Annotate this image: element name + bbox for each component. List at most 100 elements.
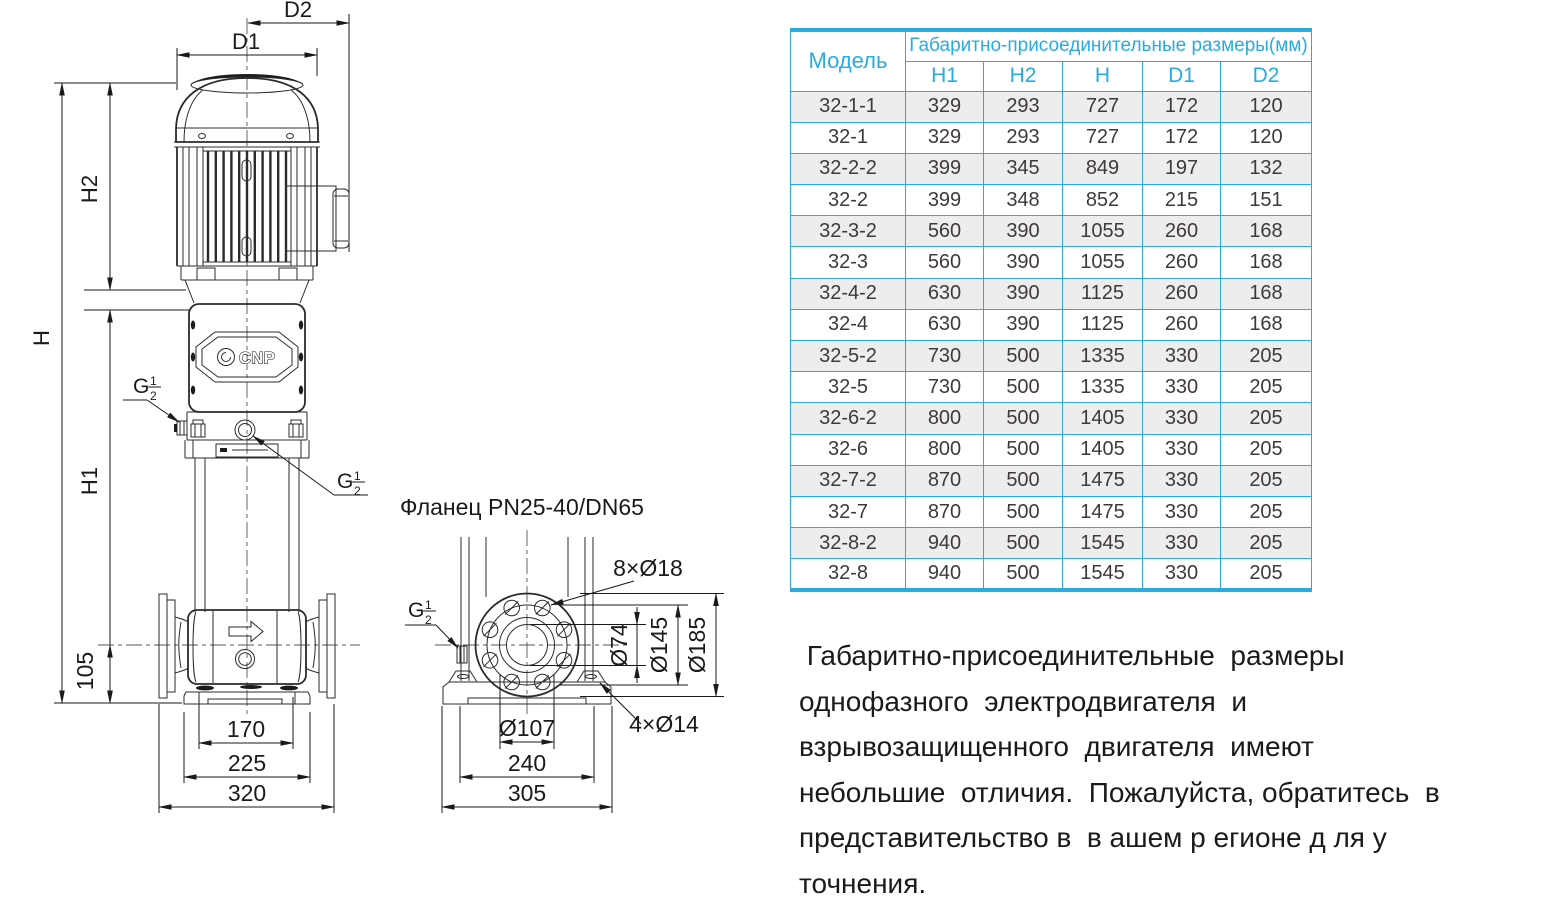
cnp-logo-text: CNP	[239, 350, 275, 368]
svg-text:240: 240	[508, 750, 546, 776]
dimensions-table: Модель Габаритно-присоединительные разме…	[790, 28, 1312, 592]
value-cell: 730	[905, 371, 984, 404]
model-cell: 32-2-2	[790, 152, 906, 186]
value-cell: 390	[983, 277, 1063, 310]
model-cell: 32-1-1	[790, 90, 906, 123]
value-cell: 260	[1142, 308, 1221, 342]
svg-text:305: 305	[508, 780, 546, 806]
svg-text:1: 1	[425, 598, 432, 612]
model-cell: 32-6	[790, 433, 906, 466]
value-cell: 132	[1220, 152, 1312, 186]
value-cell: 197	[1142, 152, 1221, 186]
value-cell: 330	[1142, 495, 1221, 529]
pump-dimension-drawing: CNP	[29, 0, 724, 813]
suction-flange	[158, 593, 189, 699]
model-cell: 32-4-2	[790, 277, 906, 310]
svg-text:2: 2	[354, 484, 361, 498]
dim-bolt-holes: 8×Ø18	[550, 555, 683, 606]
value-cell: 205	[1220, 464, 1312, 497]
value-cell: 330	[1142, 371, 1221, 404]
value-cell: 390	[983, 246, 1063, 279]
value-cell: 870	[905, 464, 984, 497]
value-cell: 630	[905, 277, 984, 310]
model-cell: 32-8	[790, 558, 906, 591]
value-cell: 1335	[1062, 339, 1143, 373]
value-cell: 500	[983, 339, 1063, 373]
model-cell: 32-1	[790, 121, 906, 154]
pump-side-view: CNP	[29, 0, 368, 813]
value-cell: 120	[1220, 121, 1312, 154]
value-cell: 205	[1220, 495, 1312, 529]
value-cell: 330	[1142, 527, 1221, 560]
model-cell: 32-7	[790, 495, 906, 529]
value-cell: 727	[1062, 90, 1143, 123]
value-cell: 260	[1142, 246, 1221, 279]
value-cell: 348	[983, 184, 1063, 217]
drain-plug	[174, 420, 188, 436]
value-cell: 168	[1220, 277, 1312, 310]
column-header-d2: D2	[1220, 60, 1312, 92]
value-cell: 1545	[1062, 527, 1143, 560]
dim-305: 305	[441, 706, 613, 813]
value-cell: 390	[983, 215, 1063, 248]
value-cell: 120	[1220, 90, 1312, 123]
value-cell: 330	[1142, 558, 1221, 591]
pump-bottom-body	[158, 593, 336, 705]
dim-d185: Ø185	[580, 592, 724, 698]
svg-text:Ø145: Ø145	[646, 617, 672, 673]
column-header-h2: H2	[983, 60, 1063, 92]
dim-h-label: H	[29, 330, 54, 346]
value-cell: 260	[1142, 277, 1221, 310]
value-cell: 940	[905, 558, 984, 591]
drain-port	[235, 649, 255, 669]
discharge-flange	[305, 593, 336, 699]
model-cell: 32-8-2	[790, 527, 906, 560]
value-cell: 205	[1220, 371, 1312, 404]
value-cell: 500	[983, 527, 1063, 560]
value-cell: 730	[905, 339, 984, 373]
value-cell: 1475	[1062, 495, 1143, 529]
svg-text:G: G	[408, 599, 424, 622]
value-cell: 330	[1142, 339, 1221, 373]
value-cell: 205	[1220, 527, 1312, 560]
column-support	[460, 537, 594, 681]
value-cell: 1125	[1062, 277, 1143, 310]
model-cell: 32-7-2	[790, 464, 906, 497]
dim-d107: Ø107	[499, 674, 555, 749]
dim-d2-label: D2	[284, 0, 312, 22]
priming-port	[234, 419, 256, 441]
nameplate	[215, 443, 279, 458]
dim-base-holes: 4×Ø14	[599, 682, 699, 737]
cnp-logo-icon	[217, 348, 235, 366]
value-cell: 800	[905, 433, 984, 466]
flange-face	[474, 592, 580, 698]
column-header-h1: H1	[905, 60, 984, 92]
value-cell: 330	[1142, 402, 1221, 435]
dim-d74: Ø74	[530, 607, 646, 683]
value-cell: 630	[905, 308, 984, 342]
model-cell: 32-2	[790, 184, 906, 217]
value-cell: 500	[983, 495, 1063, 529]
cnp-logo-badge: CNP	[195, 331, 299, 383]
svg-text:1: 1	[150, 374, 157, 388]
fan-cover	[174, 74, 320, 148]
dimensions: D2 D1 H2 H H1 105	[29, 0, 368, 813]
model-cell: 32-6-2	[790, 402, 906, 435]
dim-240: 240	[459, 706, 595, 783]
value-cell: 800	[905, 402, 984, 435]
value-cell: 151	[1220, 184, 1312, 217]
column-header-d1: D1	[1142, 60, 1221, 92]
motor-body	[176, 146, 318, 267]
value-cell: 1405	[1062, 433, 1143, 466]
